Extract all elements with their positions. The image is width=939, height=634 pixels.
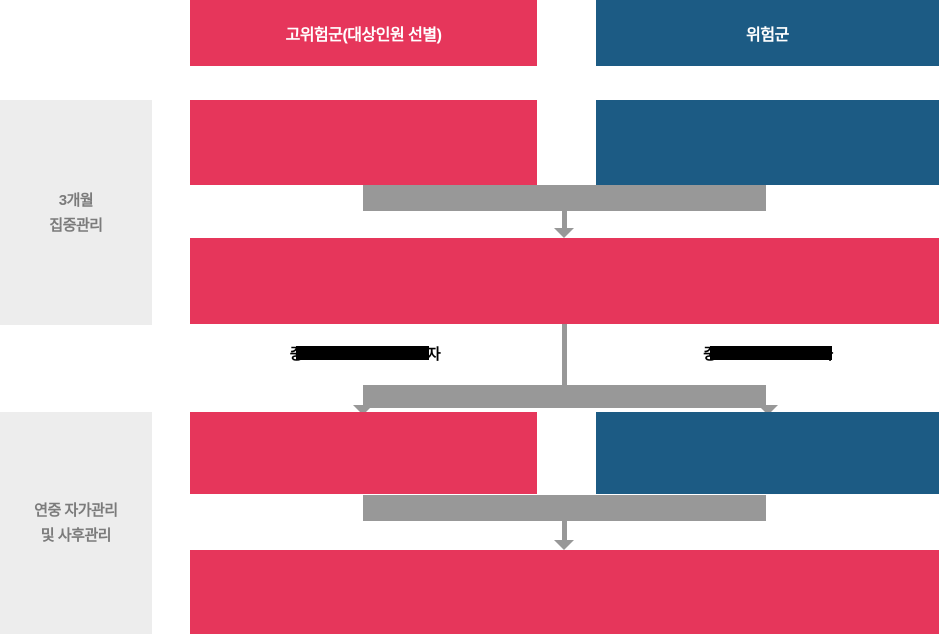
phase1-merged-box xyxy=(190,238,939,324)
sidebar-phase1-intensive-care: 3개월 집중관리 xyxy=(0,100,152,325)
phase2-right-box xyxy=(596,412,939,494)
connector-line-1 xyxy=(562,211,567,230)
arrow-down-icon xyxy=(554,540,574,550)
connector-bar-3 xyxy=(363,495,766,521)
note-left-end-char: 자 xyxy=(427,345,441,363)
phase1-left-box xyxy=(190,100,537,185)
header-risk-label: 위험군 xyxy=(746,27,789,44)
note-right-redacted: 중 가 xyxy=(690,344,846,363)
connector-bar-1 xyxy=(363,185,766,211)
arrow-down-icon xyxy=(758,405,778,415)
arrow-down-icon xyxy=(554,228,574,238)
phase1-right-box xyxy=(596,100,939,185)
phase2-merged-box xyxy=(190,550,939,634)
connector-line-3 xyxy=(562,521,567,541)
header-high-risk-group: 고위험군(대상인원 선별) xyxy=(190,0,537,66)
note-left-redact-bar xyxy=(296,346,429,360)
header-risk-group: 위험군 xyxy=(596,0,939,66)
connector-line-2 xyxy=(562,324,567,385)
arrow-down-icon xyxy=(353,405,373,415)
connector-bar-2 xyxy=(363,385,766,408)
note-left-redacted: 중 자 xyxy=(277,344,453,363)
note-right-redact-bar xyxy=(709,346,832,360)
header-high-risk-label: 고위험군(대상인원 선별) xyxy=(285,27,442,44)
note-right-end-char: 가 xyxy=(819,345,834,363)
phase2-left-box xyxy=(190,412,537,494)
sidebar-phase2-self-care: 연중 자가관리 및 사후관리 xyxy=(0,412,152,634)
